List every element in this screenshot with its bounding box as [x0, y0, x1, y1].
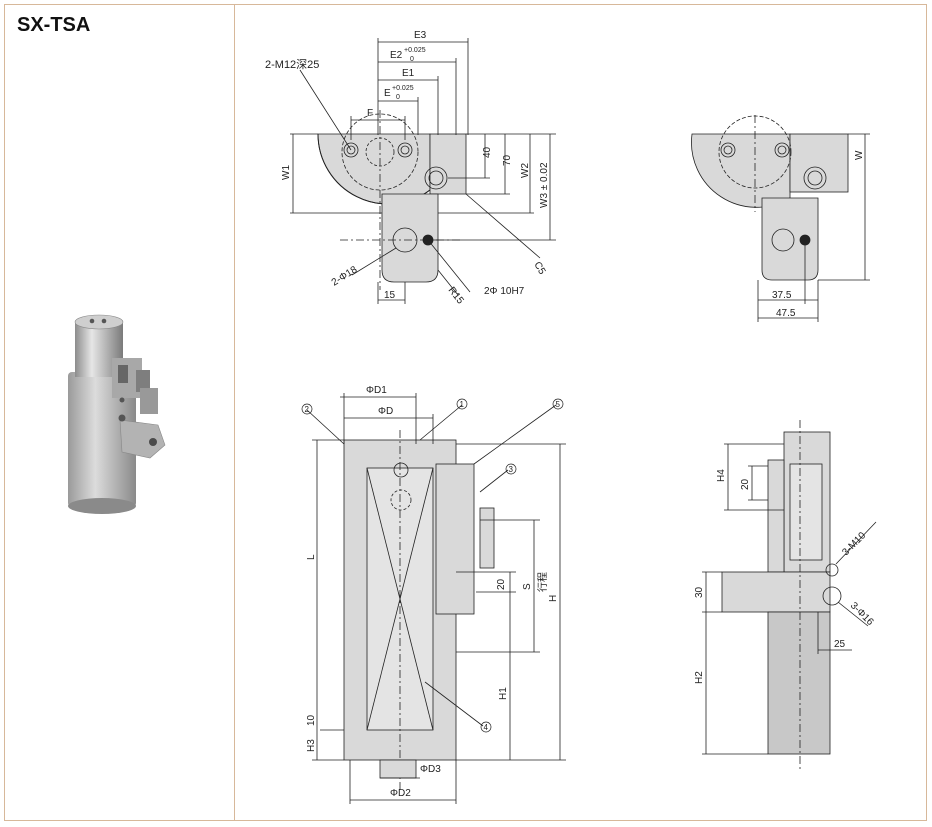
model-title: SX-TSA: [17, 14, 91, 36]
callout-4: 4: [484, 723, 489, 732]
label-m10: 3-M10: [840, 530, 868, 558]
callout-2: 2: [305, 405, 310, 414]
label-e-tol-upper: +0.025: [392, 85, 414, 92]
callout-1: 1: [460, 400, 465, 409]
label-20a: 20: [496, 578, 507, 590]
column-divider: [234, 4, 235, 821]
label-10: 10: [306, 714, 317, 726]
label-d1: ΦD1: [366, 385, 387, 396]
label-r15: R15: [446, 285, 466, 307]
label-20b: 20: [740, 478, 751, 490]
side-view-right: [702, 420, 877, 770]
label-e1: E1: [402, 68, 415, 79]
outer-frame: [4, 4, 927, 821]
section-view-left: [306, 393, 566, 804]
callout-5: 5: [556, 400, 561, 409]
label-d3: ΦD3: [420, 764, 441, 775]
label-phi10: 2Φ 10H7: [484, 286, 525, 297]
label-h1: H1: [498, 687, 509, 700]
label-d: ΦD: [378, 406, 393, 417]
label-h: H: [548, 595, 559, 602]
label-h4: H4: [716, 469, 727, 482]
label-30: 30: [694, 586, 705, 598]
label-15: 15: [384, 290, 396, 301]
label-phi16: 3-Φ16: [848, 600, 876, 628]
label-e2: E2: [390, 50, 403, 61]
label-w1: W1: [281, 165, 292, 180]
label-f: F: [367, 108, 373, 119]
label-w2: W2: [520, 163, 531, 178]
label-e2-tol-upper: +0.025: [404, 47, 426, 54]
label-w: W: [854, 150, 865, 160]
label-d2: ΦD2: [390, 788, 411, 799]
label-l: L: [306, 554, 317, 560]
label-25: 25: [834, 639, 846, 650]
label-e2-tol-lower: 0: [410, 56, 414, 63]
label-phi18: 2-Φ18: [330, 264, 360, 288]
label-w3: W3 ± 0.02: [539, 162, 550, 208]
label-47-5: 47.5: [776, 308, 796, 319]
label-70: 70: [502, 154, 513, 166]
label-e: E: [384, 88, 391, 99]
label-40: 40: [482, 146, 493, 158]
callout-3: 3: [509, 465, 514, 474]
label-37-5: 37.5: [772, 290, 792, 301]
label-c5: C5: [531, 260, 547, 277]
label-e-tol-lower: 0: [396, 94, 400, 101]
label-h3: H3: [306, 739, 317, 752]
label-h2: H2: [694, 671, 705, 684]
label-s: S: [522, 583, 533, 590]
label-e3: E3: [414, 30, 427, 41]
top-view-right: [691, 115, 870, 322]
top-view-left: [290, 38, 556, 304]
label-m12: 2-M12深25: [265, 58, 319, 71]
label-stroke: 行程: [536, 572, 549, 592]
